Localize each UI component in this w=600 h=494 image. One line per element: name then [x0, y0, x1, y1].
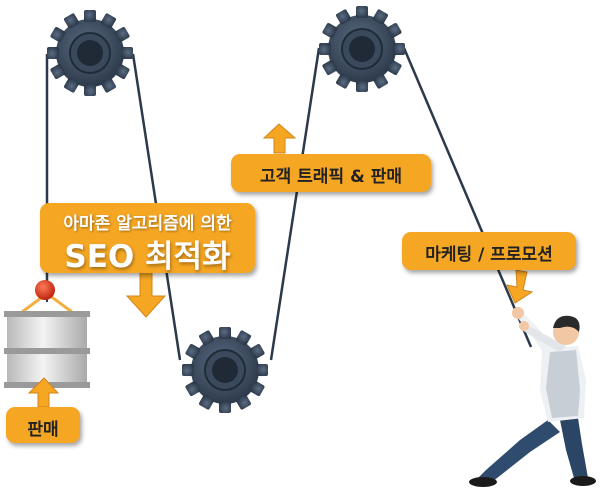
person-pulling-icon	[469, 307, 596, 487]
marketing-callout: 마케팅 / 프로모션	[402, 232, 576, 270]
sales-callout: 판매	[6, 407, 80, 443]
arrow-icon	[262, 123, 297, 154]
arrow-icon	[27, 377, 60, 408]
seo-callout: 아마존 알고리즘에 의한 SEO 최적화	[40, 203, 255, 275]
sales-callout-label: 판매	[27, 420, 59, 440]
seo-callout-title: SEO 최적화	[64, 239, 231, 275]
weight-icon	[4, 280, 90, 388]
gear-icon	[181, 326, 269, 414]
seo-callout-subtitle: 아마존 알고리즘에 의한	[63, 214, 232, 234]
gear-icon	[318, 5, 406, 93]
traffic-callout-label: 고객 트래픽 & 판매	[259, 167, 403, 187]
traffic-callout: 고객 트래픽 & 판매	[231, 154, 431, 192]
marketing-callout-label: 마케팅 / 프로모션	[425, 245, 553, 265]
arrow-icon	[506, 269, 534, 304]
gear-icon	[46, 9, 134, 97]
